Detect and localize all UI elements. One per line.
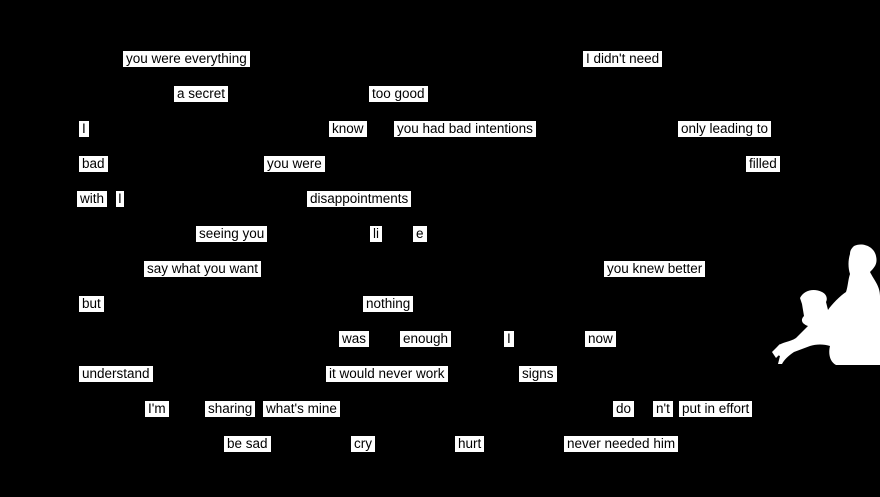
word-whats-mine: what's mine (263, 401, 340, 417)
word-was: was (339, 331, 370, 347)
word-a-secret: a secret (174, 86, 229, 102)
word-understand: understand (79, 366, 153, 382)
word-li: li (370, 226, 382, 242)
word-disappointments: disappointments (307, 191, 412, 207)
word-it-would-never-work: it would never work (326, 366, 448, 382)
word-do: do (613, 401, 635, 417)
word-but: but (79, 296, 104, 312)
word-e: e (413, 226, 427, 242)
word-too-good: too good (369, 86, 428, 102)
word-never-needed-him: never needed him (564, 436, 679, 452)
word-i: I (79, 121, 89, 137)
word-nt: n't (653, 401, 673, 417)
word-say-what-you-want: say what you want (144, 261, 262, 277)
word-seeing-you: seeing you (196, 226, 268, 242)
word-i: I (116, 191, 124, 207)
word-you-knew-better: you knew better (604, 261, 706, 277)
word-bad: bad (79, 156, 108, 172)
word-sharing: sharing (205, 401, 256, 417)
word-know: know (329, 121, 367, 137)
word-be-sad: be sad (224, 436, 271, 452)
word-hurt: hurt (455, 436, 485, 452)
word-signs: signs (519, 366, 557, 382)
word-you-had-bad-intentions: you had bad intentions (394, 121, 536, 137)
word-filled: filled (746, 156, 780, 172)
word-cry: cry (351, 436, 375, 452)
word-enough: enough (400, 331, 452, 347)
word-with: with (77, 191, 108, 207)
word-im: I'm (145, 401, 169, 417)
word-nothing: nothing (363, 296, 414, 312)
word-i: I (504, 331, 514, 347)
word-put-in-effort: put in effort (679, 401, 753, 417)
word-i-didnt-need: I didn't need (583, 51, 663, 67)
word-you-were-everything: you were everything (123, 51, 250, 67)
word-you-were: you were (264, 156, 325, 172)
word-now: now (585, 331, 616, 347)
sitting-woman-silhouette-icon (772, 244, 880, 365)
word-only-leading-to: only leading to (678, 121, 772, 137)
